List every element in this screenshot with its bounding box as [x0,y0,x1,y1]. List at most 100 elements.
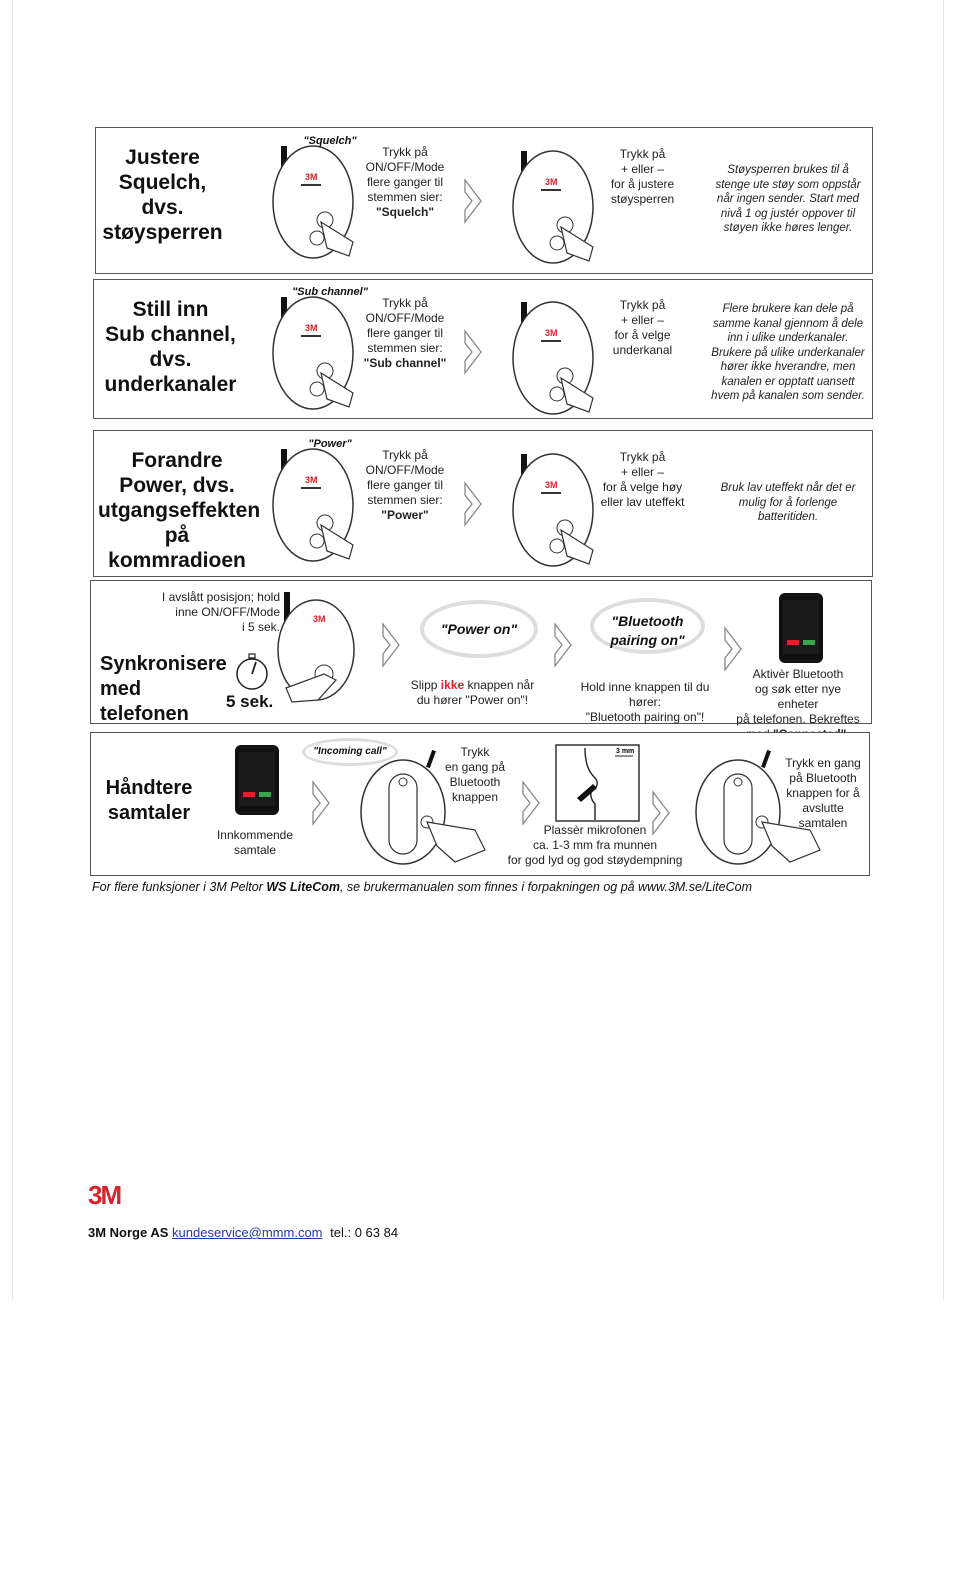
text-line: underkanal [612,343,673,357]
mic-distance-label: 3 mm [616,748,634,755]
text-line: "Squelch" [375,205,435,219]
svg-text:3M: 3M [545,177,558,187]
text-line: Trykk på [619,450,666,464]
text-line: stemmen sier: [367,341,443,355]
text-line: når ingen sender. Start med [716,193,860,205]
calls-headset-press-illustration [360,750,486,865]
text-line: Trykk på [619,147,666,161]
row-note: Støysperren brukes til å stenge ute støy … [708,163,868,236]
text-line: for å justere [610,177,675,191]
chevron-right-icon [554,622,572,668]
svg-text:3M: 3M [313,614,326,624]
chevron-right-icon [312,780,330,826]
text-line: eller lav uteffekt [600,495,685,509]
voice-prompt-bubble: "Sub channel" [292,286,368,298]
text-line: Bruk lav uteffekt når det er [720,482,856,494]
text-line: Trykk på [382,448,428,462]
text-line: "Power" [381,508,429,522]
text-line: + eller – [620,313,665,327]
text-line: hører ikke hverandre, men [720,361,856,373]
smartphone-pairing-icon [779,593,823,663]
text-line: stemmen sier: [367,493,443,507]
text-line: stemmen sier: [367,190,443,204]
text-line: støysperren [610,192,675,206]
headset-illustration-step2: 3M [512,150,594,264]
sync-headset-illustration: 3M [277,592,355,703]
text-line: + eller – [620,162,665,176]
chevron-right-icon [464,329,482,375]
footnote: For flere funksjoner i 3M Peltor WS Lite… [92,880,753,894]
chevron-right-icon [724,626,742,672]
bubble-incoming-call: "Incoming call" [302,738,398,766]
text-line: kanalen er opptatt uansett [721,375,855,388]
sync-release-note: Slipp ikke knappen når du hører "Power o… [410,678,535,707]
contact-tel: tel.: 0 63 84 [330,1225,399,1240]
text-line: Trykk på [619,298,666,312]
microphone-placement-illustration: 3 mm [555,744,640,822]
chevron-right-icon [522,780,540,826]
headset-illustration-step1: 3M [272,145,354,259]
panel-power [93,430,873,577]
text-line: Brukere på ulike underkanaler [711,346,865,359]
text-line: stenge ute støy som oppstår [715,178,861,191]
text-line: for å velge høy [602,480,683,494]
text-line: ON/OFF/Mode [365,463,445,477]
svg-text:3M: 3M [305,172,318,182]
bubble-power-on: "Power on" [420,600,538,658]
svg-text:3M: 3M [545,328,558,338]
headset-illustration-step2: 3M [512,453,594,567]
svg-text:3M: 3M [545,480,558,490]
voice-prompt-bubble: "Squelch" [303,135,357,147]
svg-text:3M: 3M [305,323,318,333]
contact-line: 3M Norge AS kundeservice@mmm.com tel.: 0… [88,1225,398,1240]
headset-illustration-step1: 3M [272,296,354,410]
contact-email-link[interactable]: kundeservice@mmm.com [172,1225,323,1240]
brand-logo: 3M [88,1180,122,1210]
calls-headset-end-illustration [695,750,821,865]
text-line: "Sub channel" [363,356,447,370]
svg-text:3M: 3M [305,475,318,485]
text-line: batteritiden. [757,511,819,523]
row-note: Flere brukere kan dele på samme kanal gje… [708,302,868,404]
voice-prompt-bubble: "Power" [308,438,352,450]
text-line: støyen ikke høres lenger. [723,222,853,234]
text-line: hvem på kanalen som sender. [711,390,865,402]
text-line: flere ganger til [366,175,444,189]
text-line: Støysperren brukes til å [727,164,849,176]
text-line: Flere brukere kan dele på [722,303,854,315]
text-line: ON/OFF/Mode [365,311,445,325]
text-line: + eller – [620,465,665,479]
contact-company: 3M Norge AS [88,1225,169,1240]
chevron-right-icon [652,790,670,836]
text-line: for å velge [614,328,671,342]
text-line: Trykk på [382,145,428,159]
text-line: inn i ulike underkanaler. [727,332,849,344]
text-line: Trykk på [382,296,428,310]
sync-timer-label: 5 sek. [226,692,274,711]
panel-squelch [95,127,873,274]
text-line: flere ganger til [366,326,444,340]
sync-hold-until-note: Hold inne knappen til du hører:"Bluetoot… [580,680,710,724]
headset-illustration-step2: 3M [512,301,594,415]
text-line: flere ganger til [366,478,444,492]
text-line: samme kanal gjennom å dele [712,317,864,330]
stopwatch-icon [236,653,268,690]
